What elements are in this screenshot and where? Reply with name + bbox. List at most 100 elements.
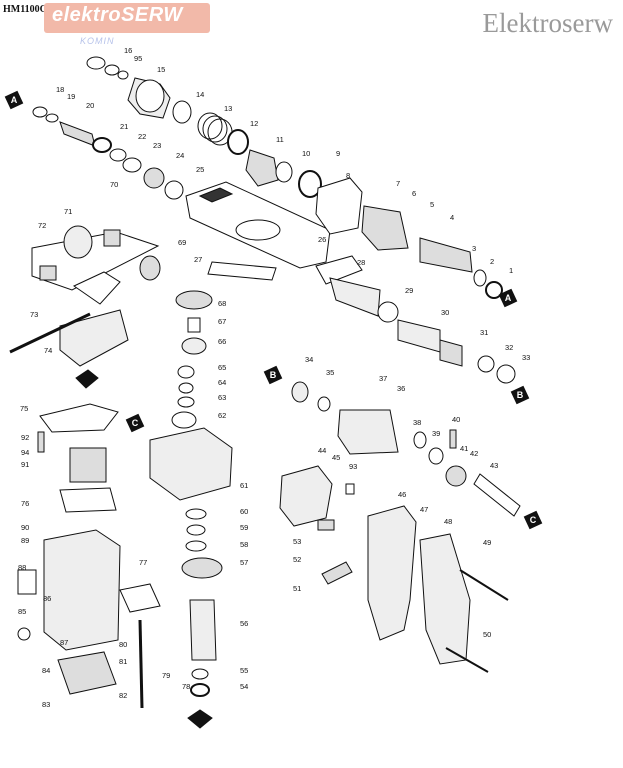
part-number-label: 1 [509,266,513,275]
part-number-label: 65 [218,363,226,372]
part-number-label: 72 [38,221,46,230]
part-number-label: 93 [349,462,357,471]
part-number-label: 10 [302,149,310,158]
part-number-label: 7 [396,179,400,188]
part-number-label: 50 [483,630,491,639]
part-number-label: 15 [157,65,165,74]
part-number-label: 4 [450,213,454,222]
section-marker-a: A [498,288,518,308]
part-number-label: 94 [21,448,29,457]
part-number-label: 22 [138,132,146,141]
part-number-label: 68 [218,299,226,308]
part-number-label: 59 [240,523,248,532]
part-number-label: 48 [444,517,452,526]
part-number-label: 29 [405,286,413,295]
part-number-label: 91 [21,460,29,469]
part-number-label: 25 [196,165,204,174]
part-number-label: 74 [44,346,52,355]
part-number-label: 21 [120,122,128,131]
section-marker-box [510,385,530,405]
part-number-label: 30 [441,308,449,317]
section-marker-letter: A [11,95,18,105]
section-marker-box [125,413,145,433]
part-number-label: 73 [30,310,38,319]
part-number-label: 16 [124,46,132,55]
part-number-label: 77 [139,558,147,567]
section-marker-letter: B [517,390,524,400]
section-marker-a: A [4,90,24,110]
part-number-label: 62 [218,411,226,420]
part-number-label: 55 [240,666,248,675]
part-number-label: 85 [18,607,26,616]
part-number-label: 13 [224,104,232,113]
part-number-label: 23 [153,141,161,150]
part-number-label: 5 [430,200,434,209]
part-number-label: 37 [379,374,387,383]
section-marker-letter: B [270,370,277,380]
part-number-label: 81 [119,657,127,666]
part-number-label: 51 [293,584,301,593]
crank-housing [185,177,516,384]
part-number-label: 46 [398,490,406,499]
part-number-label: 42 [470,449,478,458]
watermark-subtext: KOMIN [80,36,115,46]
part-number-label: 18 [56,85,64,94]
part-number-label: 11 [276,135,284,144]
part-number-label: 80 [119,640,127,649]
part-number-label: 6 [412,189,416,198]
section-marker-box [4,90,24,110]
part-number-label: 41 [460,444,468,453]
watermark-badge [44,3,210,33]
section-marker-letter: A [505,293,512,303]
part-number-label: 57 [240,558,248,567]
part-number-label: 69 [178,238,186,247]
part-number-label: 66 [218,337,226,346]
part-number-label: 28 [357,258,365,267]
part-number-label: 49 [483,538,491,547]
watermark-text: elektroSERW [52,4,183,26]
section-marker-c: C [125,413,145,433]
model-number: HM1100C [3,4,47,15]
part-number-label: 78 [182,682,190,691]
part-number-label: 86 [43,594,51,603]
part-number-label: 2 [490,257,494,266]
part-number-label: 33 [522,353,530,362]
part-number-label: 36 [397,384,405,393]
part-number-label: 9 [336,149,340,158]
part-number-label: 43 [490,461,498,470]
part-number-label: 82 [119,691,127,700]
part-number-label: 79 [162,671,170,680]
part-number-label: 34 [305,355,313,364]
part-number-label: 3 [472,244,476,253]
part-number-label: 83 [42,700,50,709]
part-number-label: 84 [42,666,50,675]
section-marker-c: C [523,510,543,530]
part-number-label: 63 [218,393,226,402]
part-number-label: 32 [505,343,513,352]
part-number-label: 64 [218,378,226,387]
impact-bolt-assembly [291,381,521,517]
part-number-label: 75 [20,404,28,413]
part-number-label: 19 [67,92,75,101]
part-number-label: 61 [240,481,248,490]
brand-name: Elektroserw [482,8,613,38]
section-marker-b: B [510,385,530,405]
part-number-label: 88 [18,563,26,572]
part-number-label: 58 [240,540,248,549]
handle-assembly [279,465,509,673]
part-number-label: 90 [21,523,29,532]
part-number-label: 87 [60,638,68,647]
part-number-label: 27 [194,255,202,264]
tool-holder-assembly [32,56,322,200]
part-number-label: 40 [452,415,460,424]
section-marker-box [523,510,543,530]
part-number-label: 52 [293,555,301,564]
part-number-label: 31 [480,328,488,337]
section-marker-box [498,288,518,308]
part-number-label: 35 [326,368,334,377]
part-number-label: 71 [64,207,72,216]
part-number-label: 38 [413,418,421,427]
section-marker-b: B [263,365,283,385]
part-number-label: 8 [346,171,350,180]
part-number-label: 53 [293,537,301,546]
